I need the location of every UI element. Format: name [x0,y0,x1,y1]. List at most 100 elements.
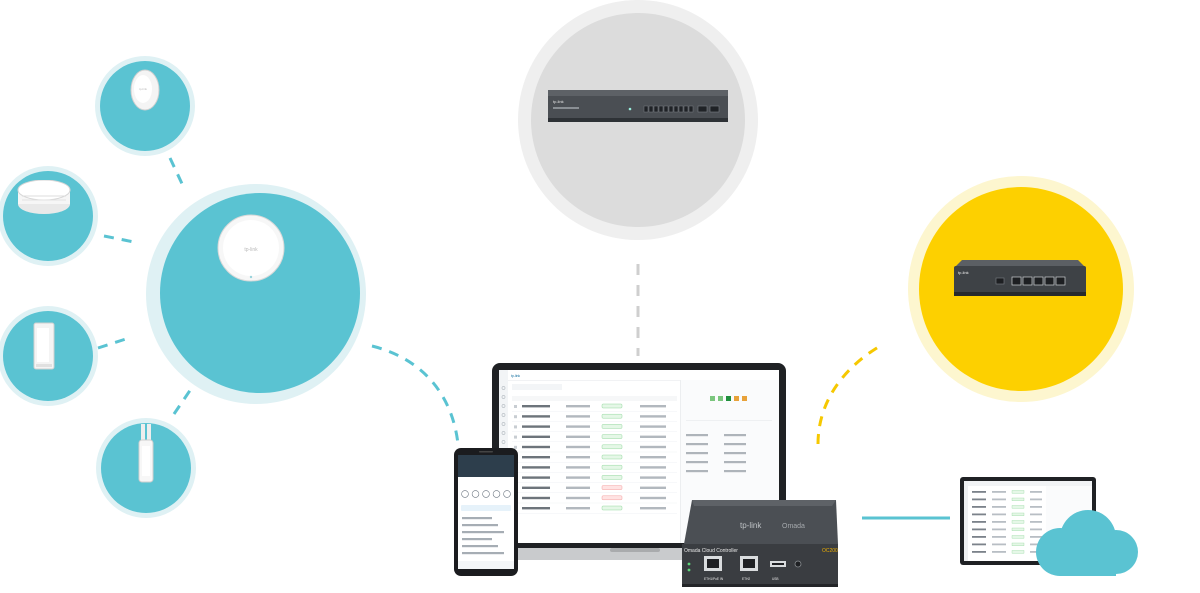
row-ip [566,415,590,417]
monitor-row-name [972,506,986,508]
row-model [640,456,666,458]
panel-field [724,470,746,472]
ceiling-access-point-icon: tp-link [127,68,163,112]
row-status [602,424,622,428]
router-port [1045,277,1054,285]
switch-port [649,106,653,112]
port-indicator [734,396,739,401]
list-line [462,524,498,526]
list-line [462,538,492,540]
monitor-row-model [1030,499,1042,501]
svg-text:Omada: Omada [782,523,805,530]
monitor-row-name [972,499,986,501]
svg-text:ETH1/PoE IN: ETH1/PoE IN [704,577,724,581]
row-status [602,506,622,510]
row-name [522,415,550,417]
monitor-row-status [1012,543,1024,546]
port-indicator [710,396,715,401]
poe-switch-icon: tp-link [546,84,730,128]
row-name [522,425,550,427]
svg-text:tp-link: tp-link [958,270,969,275]
svg-text:tp-link: tp-link [740,521,762,530]
monitor-row-status [1012,551,1024,554]
ceiling-access-point-icon: tp-link [216,213,286,283]
row-status [602,404,622,408]
router-port [1012,277,1021,285]
wall-plate-access-point-icon [33,322,55,370]
row-model [640,405,666,407]
row-name [522,446,550,448]
monitor-row-name [972,551,986,553]
monitor-row-ip [992,521,1006,523]
switch-port [664,106,668,112]
switch-port [684,106,688,112]
monitor-row-status [1012,498,1024,501]
list-line [462,545,498,547]
row-model [640,446,666,448]
row-name [522,466,550,468]
row-ip [566,456,590,458]
row-status [602,465,622,469]
switch-port [659,106,663,112]
port-indicator [718,396,723,401]
row-ip [566,487,590,489]
router-port [1034,277,1043,285]
row-ip [566,507,590,509]
row-name [522,405,550,407]
switch-port [644,106,648,112]
switch-port [689,106,693,112]
monitor-row-name [972,491,986,493]
panel-field [724,461,746,463]
monitor-row-status [1012,521,1024,524]
row-name [522,436,550,438]
row-model [640,425,666,427]
connector-ap4 [174,386,193,414]
row-model [640,466,666,468]
svg-text:tp-link: tp-link [511,374,520,378]
row-status [602,445,622,449]
svg-text:ETH2: ETH2 [742,577,750,581]
list-line [462,552,504,554]
monitor-row-ip [992,544,1006,546]
row-icon [514,405,517,408]
connector-ap-to-devices [372,346,458,444]
table-header [512,396,677,401]
cloud-icon [1030,508,1140,578]
row-ip [566,436,590,438]
connector-ap3 [98,337,132,348]
connector-ap1 [170,158,184,188]
port-indicator [742,396,747,401]
port-indicator [726,396,731,401]
switch-port [674,106,678,112]
connector-ap2 [104,236,134,242]
bottom-nav [458,561,514,569]
panel-field [686,470,708,472]
row-name [522,507,550,509]
row-ip [566,446,590,448]
svg-text:USB: USB [772,577,779,581]
row-status [602,435,622,439]
monitor-row-status [1012,506,1024,509]
row-ip [566,466,590,468]
row-status [602,486,622,490]
svg-text:tp-link: tp-link [139,87,148,91]
row-name [522,456,550,458]
panel-field [724,434,746,436]
row-model [640,476,666,478]
row-name [522,487,550,489]
monitor-row-name [972,514,986,516]
svg-text:tp-link: tp-link [244,247,258,253]
row-status [602,496,622,500]
switch-port [679,106,683,112]
tab-bar [461,505,511,511]
ceiling-access-point-icon [16,180,76,220]
row-name [522,497,550,499]
switch-port [669,106,673,112]
row-ip [566,476,590,478]
panel-field [686,461,708,463]
monitor-row-name [972,544,986,546]
monitor-row-ip [992,491,1006,493]
monitor-row-status [1012,491,1024,494]
monitor-row-status [1012,528,1024,531]
row-ip [566,405,590,407]
